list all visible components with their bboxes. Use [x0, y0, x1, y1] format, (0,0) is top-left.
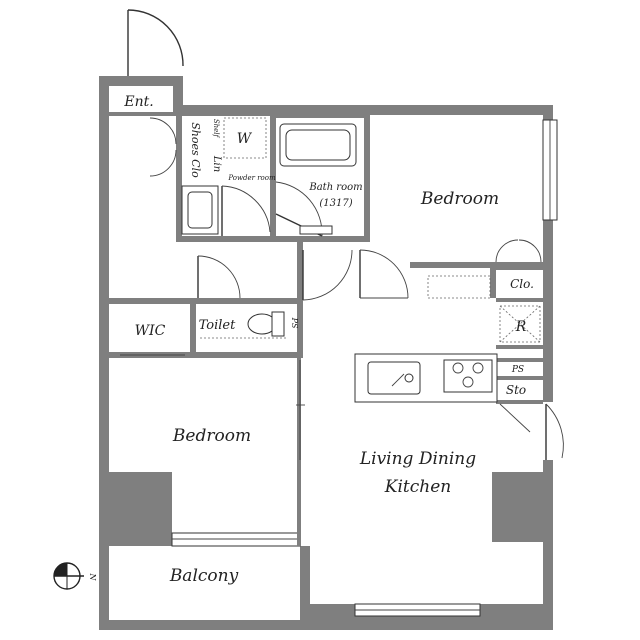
- label-toilet: Toilet: [199, 318, 236, 333]
- label-bedroom-upper: Bedroom: [420, 189, 499, 209]
- compass: N: [53, 562, 97, 590]
- label-entrance: Ent.: [123, 94, 153, 110]
- label-balcony: Balcony: [169, 566, 239, 586]
- label-washer: W: [237, 131, 253, 147]
- sink: [367, 361, 421, 395]
- refrigerator-space: [499, 305, 541, 343]
- label-ldk-line1: Living Dining: [359, 449, 476, 469]
- label-ps-kitchen: PS: [511, 365, 524, 375]
- label-storage: Sto: [506, 383, 526, 397]
- label-bath-size: (1317): [319, 198, 352, 209]
- washer-space: [223, 117, 267, 159]
- window-living: [354, 603, 481, 617]
- window-bedroom-lower: [171, 532, 301, 547]
- label-north: N: [88, 573, 97, 582]
- window-bedroom-upper: [542, 119, 558, 221]
- label-ldk-line2: Kitchen: [384, 477, 451, 497]
- label-bath-room: Bath room: [308, 182, 362, 193]
- bedroom-closet: [427, 275, 491, 299]
- interior-walls: [109, 112, 543, 546]
- label-bedroom-lower: Bedroom: [172, 426, 251, 446]
- label-shoes-closet: Shoes Clo: [189, 122, 202, 178]
- label-shelf: Shelf: [212, 119, 220, 139]
- labels: Ent. Shoes Clo Shelf W Lin Powder room B…: [123, 94, 534, 586]
- fixtures: [181, 117, 541, 433]
- label-wic: WIC: [135, 323, 166, 339]
- label-linen: Lin: [211, 155, 222, 172]
- label-refrigerator: R: [515, 319, 527, 335]
- label-closet: Clo.: [510, 277, 534, 291]
- label-ps-toilet: PS: [290, 317, 299, 329]
- label-powder-room: Powder room: [227, 174, 276, 182]
